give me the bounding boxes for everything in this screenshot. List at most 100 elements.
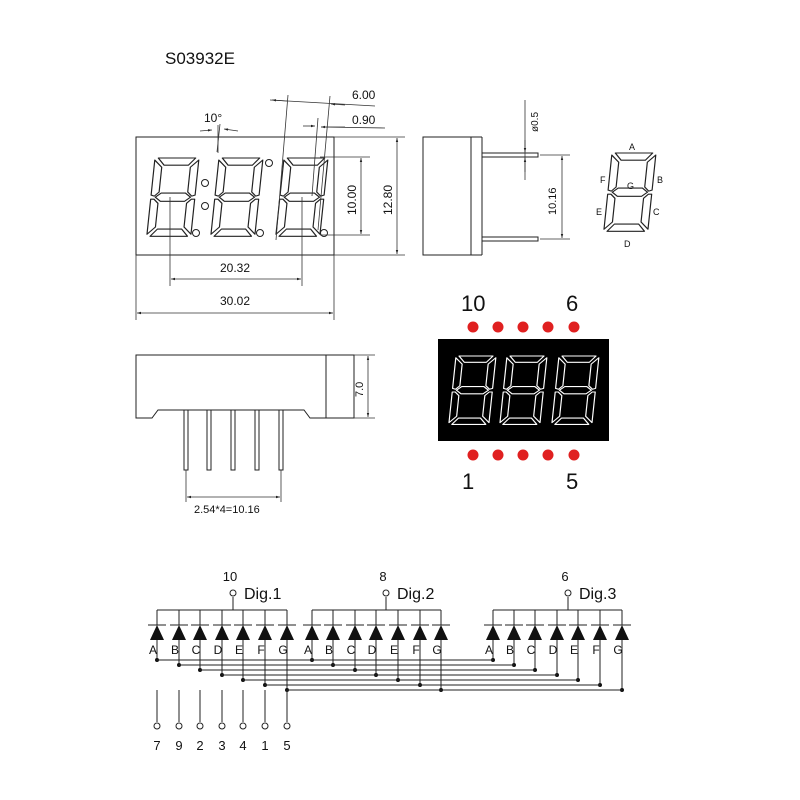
front-view: 10° 6.00 0.90 10.00 12.80 20.32 30.02 (135, 88, 405, 320)
segment-label: F (257, 643, 264, 657)
segment-c (482, 391, 493, 424)
display-body (438, 339, 609, 441)
segment-label: F (412, 643, 419, 657)
diode-icon (172, 625, 186, 640)
segment-b (485, 357, 497, 390)
digit-label: Dig.2 (397, 586, 434, 603)
segment-b (644, 154, 657, 192)
pin-label-1: 1 (462, 469, 474, 494)
legend-label-c: C (653, 207, 660, 217)
display-digit-3 (551, 355, 600, 425)
segment-d (213, 228, 253, 237)
segment-label: B (325, 643, 333, 657)
segment-d (502, 417, 538, 425)
pin-label-10: 10 (461, 291, 485, 316)
diode-icon (391, 625, 405, 640)
segment-pin-terminal[interactable] (283, 722, 291, 730)
segment-label: A (304, 643, 312, 657)
common-pin-terminal[interactable] (229, 589, 237, 597)
segment-c (247, 198, 260, 235)
pin-dot-bottom (467, 449, 479, 461)
segment-label: D (214, 643, 223, 657)
segment-f (279, 159, 292, 197)
segment-g (506, 386, 541, 395)
dim-body-width: 30.02 (220, 294, 250, 308)
segment-label: B (506, 643, 514, 657)
segment-label: B (171, 643, 179, 657)
diode-icon (150, 625, 164, 640)
segment-e (146, 198, 159, 235)
legend-label-g: G (627, 181, 634, 191)
legend-label-a: A (629, 142, 635, 152)
decimal-point-3 (320, 229, 328, 237)
diode-icon (571, 625, 585, 640)
segment-pin-number: 2 (196, 738, 203, 753)
dim-digit-pitch: 6.00 (352, 88, 376, 102)
common-pin-number: 10 (223, 569, 237, 584)
pin-lead (183, 409, 189, 471)
diode-icon (215, 625, 229, 640)
segment-d (149, 228, 189, 237)
segment-d (554, 417, 590, 425)
diode-icon (507, 625, 521, 640)
segment-label: F (592, 643, 599, 657)
segment-a (221, 157, 261, 166)
decimal-point-2 (256, 229, 264, 237)
segment-pin-terminal[interactable] (261, 722, 269, 730)
segment-pin-terminal[interactable] (153, 722, 161, 730)
segment-f (150, 159, 163, 197)
colon-dot-upper (201, 179, 209, 187)
decimal-point-1 (192, 229, 200, 237)
segment-pin-number: 4 (239, 738, 246, 753)
common-pin-terminal[interactable] (382, 589, 390, 597)
segment-label: G (278, 643, 287, 657)
dim-pin-diameter: ø0.5 (530, 112, 541, 132)
front-digit-1 (146, 157, 200, 237)
segment-pin-number: 1 (261, 738, 268, 753)
segment-a (614, 152, 654, 161)
front-digit-3 (275, 157, 329, 237)
segment-a (509, 355, 545, 363)
segment-pin-number: 7 (153, 738, 160, 753)
digit-label: Dig.3 (579, 586, 616, 603)
front-digit-2 (210, 157, 264, 237)
segment-pin-terminal[interactable] (218, 722, 226, 730)
part-number-title: S03932E (165, 49, 235, 68)
diode-icon (486, 625, 500, 640)
segment-pin-terminal[interactable] (175, 722, 183, 730)
diode-icon (305, 625, 319, 640)
pin-label-5: 5 (566, 469, 578, 494)
diode-icon (236, 625, 250, 640)
segment-f (451, 357, 463, 390)
segment-label: C (192, 643, 201, 657)
pin-dot-top (492, 321, 504, 333)
pin-dot-top (467, 321, 479, 333)
dim-digit-height: 10.00 (345, 185, 359, 215)
segment-d (278, 228, 318, 237)
segment-pin-terminal[interactable] (196, 722, 204, 730)
segment-f (214, 159, 227, 197)
pin-lead (206, 409, 212, 471)
segment-pin-terminal[interactable] (239, 722, 247, 730)
pin-lead (230, 409, 236, 471)
segment-g (154, 192, 192, 202)
front-digits (146, 157, 329, 237)
segment-pin-number: 3 (218, 738, 225, 753)
dim-pin-pitch: 2.54*4=10.16 (194, 504, 260, 516)
common-pin-terminal[interactable] (564, 589, 572, 597)
segment-f (607, 154, 620, 192)
segment-c (585, 391, 596, 424)
segment-g (218, 192, 256, 202)
diode-icon (193, 625, 207, 640)
dim-height: 7.0 (354, 382, 366, 397)
segment-label: E (235, 643, 243, 657)
colon-dot-lower (201, 202, 209, 210)
pin-layout-view: 10 6 1 5 (438, 291, 609, 494)
segment-b (251, 159, 264, 197)
pin-dot-bottom (517, 449, 529, 461)
side-view: ø0.5 10.16 (422, 100, 570, 256)
segment-legend: A B C D E F G (596, 142, 663, 249)
pin-lead (278, 409, 284, 471)
